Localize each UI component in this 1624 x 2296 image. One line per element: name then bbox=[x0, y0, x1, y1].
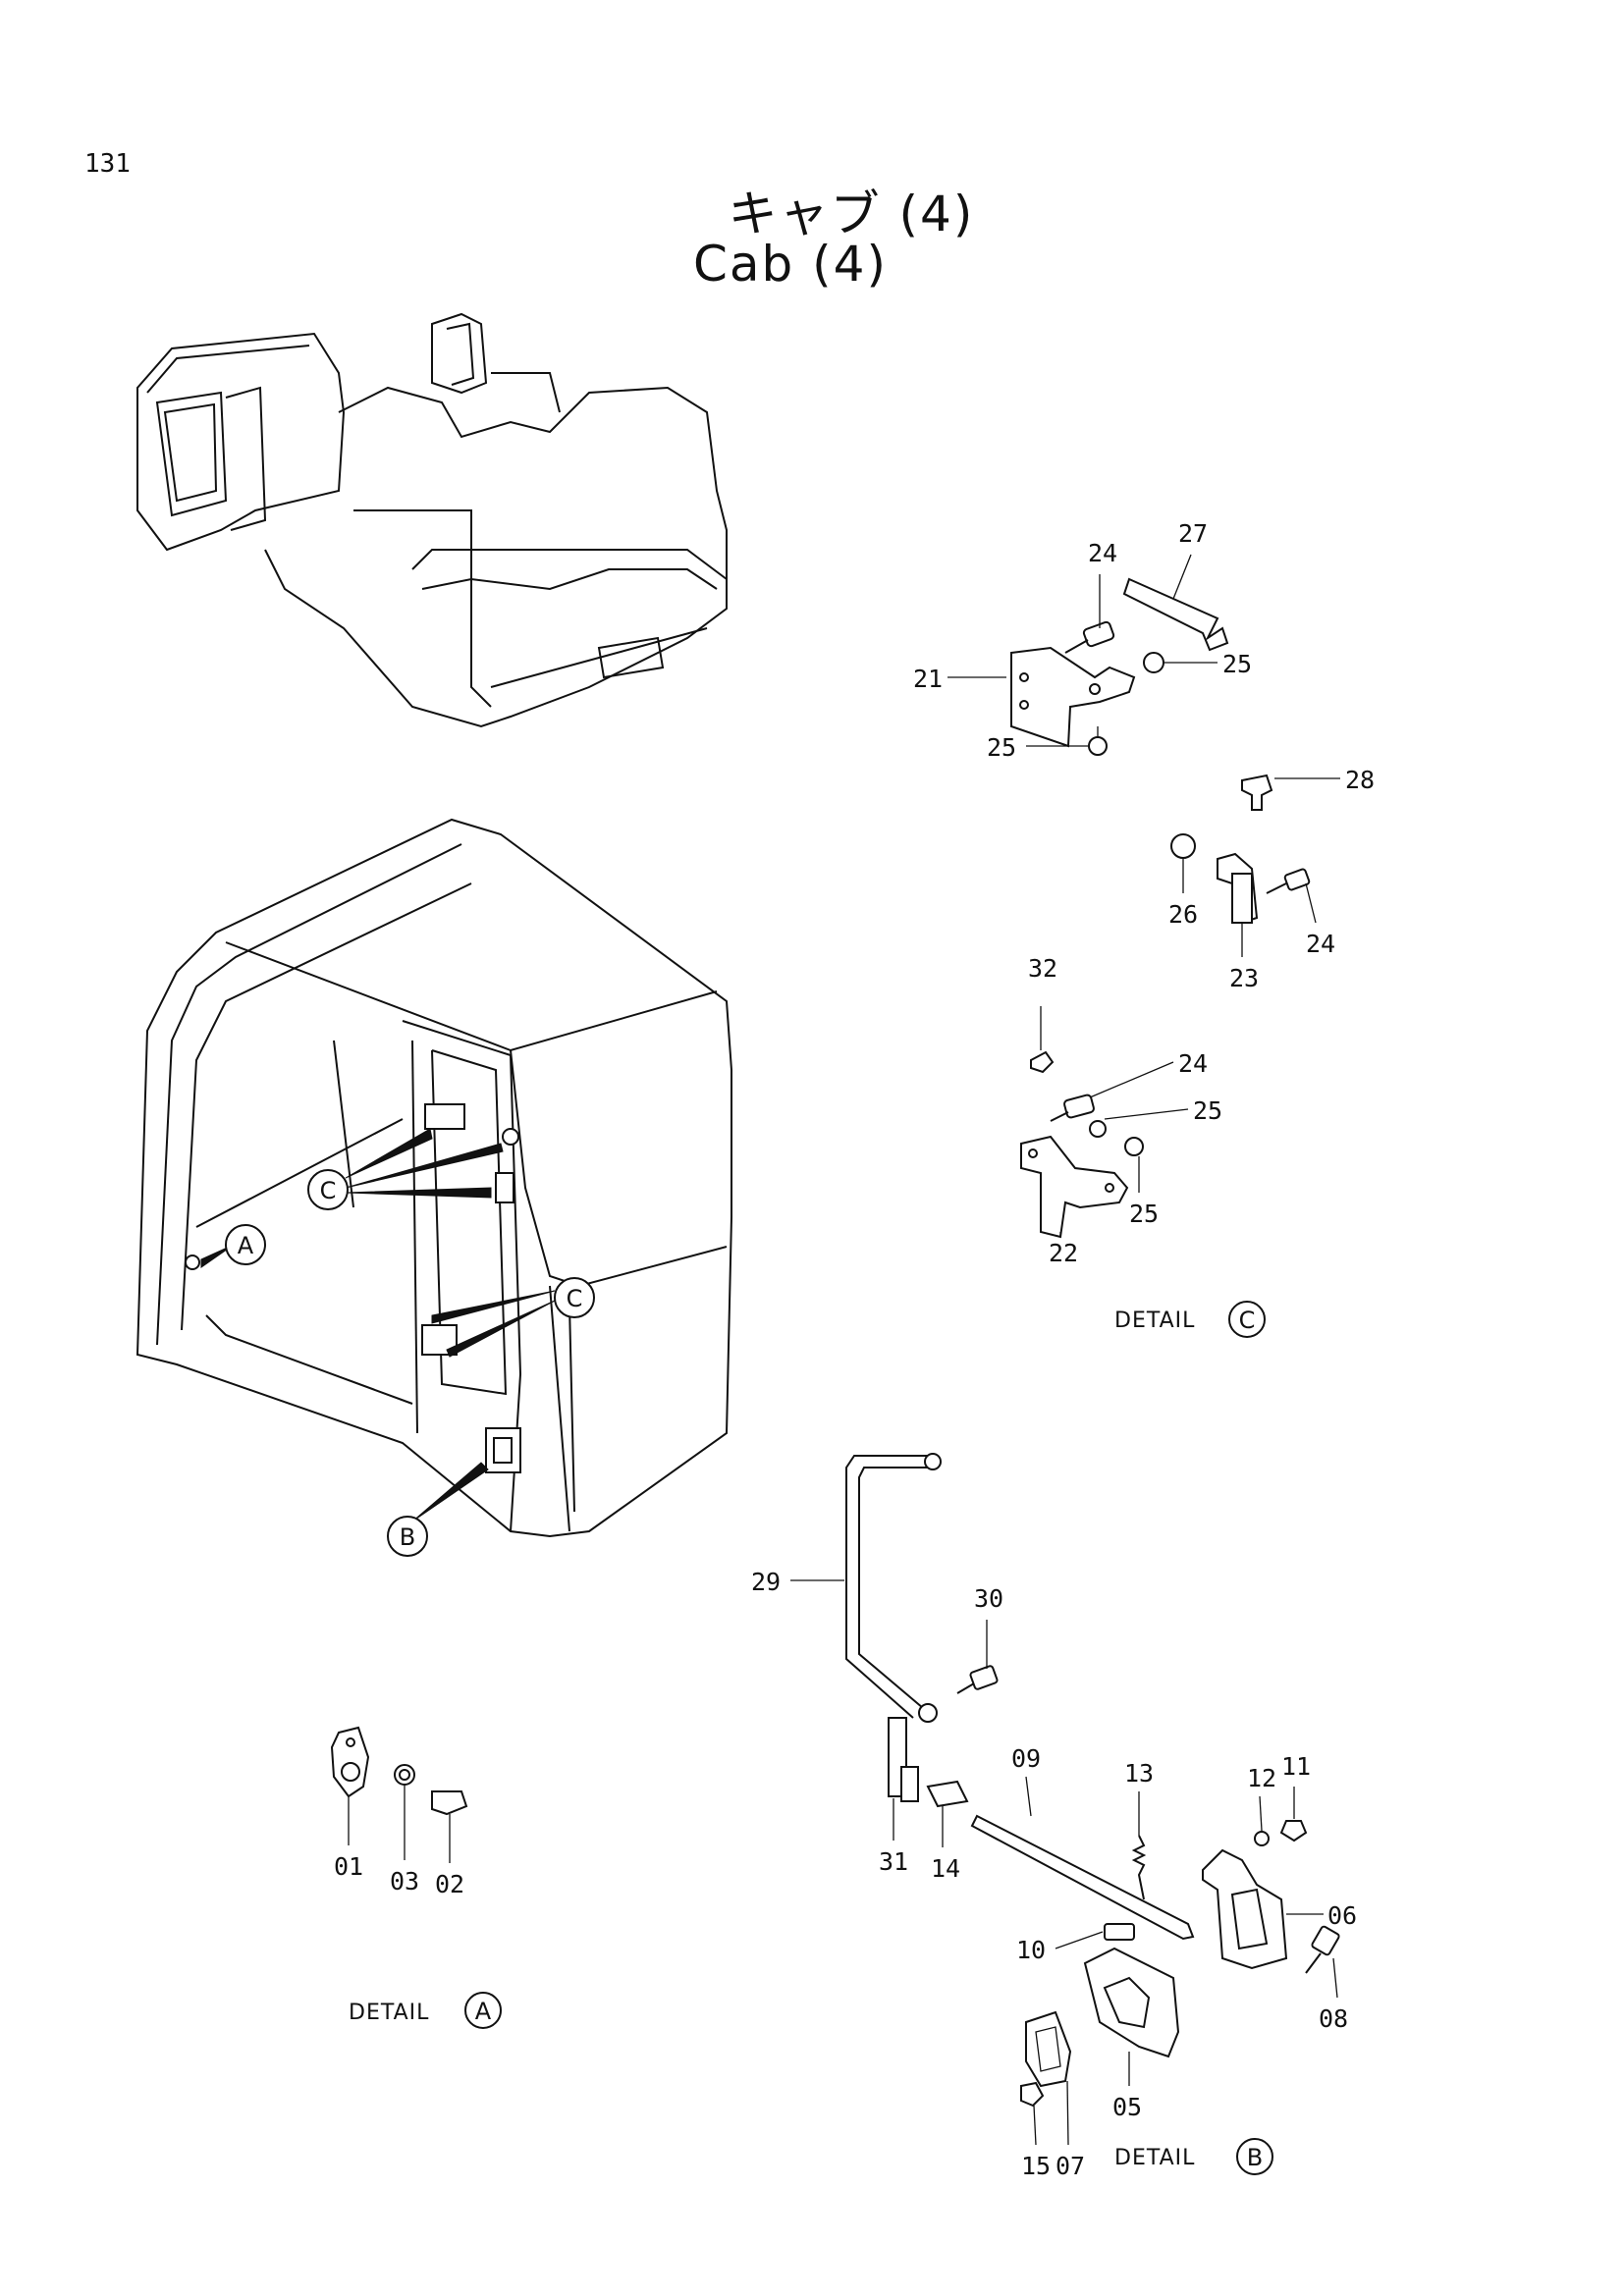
label-05: 05 bbox=[1112, 2093, 1142, 2121]
cab-main-view bbox=[135, 818, 732, 1538]
label-11: 11 bbox=[1281, 1752, 1311, 1781]
label-21: 21 bbox=[913, 665, 943, 693]
label-25: 25 bbox=[1193, 1096, 1222, 1125]
page-number: 131 bbox=[84, 149, 131, 179]
svg-text:DETAIL: DETAIL bbox=[1114, 1308, 1195, 1333]
svg-text:A: A bbox=[475, 1998, 492, 2025]
page-title-en: Cab (4) bbox=[692, 236, 888, 293]
svg-text:A: A bbox=[238, 1232, 254, 1259]
svg-text:C: C bbox=[320, 1177, 337, 1204]
label-07: 07 bbox=[1056, 2152, 1085, 2180]
callout-c-bottom: C bbox=[554, 1277, 595, 1318]
label-30: 30 bbox=[974, 1584, 1003, 1613]
label-25: 25 bbox=[987, 733, 1016, 762]
label-06: 06 bbox=[1327, 1901, 1357, 1930]
svg-text:DETAIL: DETAIL bbox=[349, 2001, 429, 2025]
svg-text:B: B bbox=[1247, 2144, 1263, 2171]
label-14: 14 bbox=[931, 1854, 960, 1883]
svg-text:C: C bbox=[1239, 1307, 1256, 1334]
svg-text:B: B bbox=[400, 1523, 415, 1551]
detail-a-caption: DETAIL A bbox=[349, 1992, 502, 2029]
label-25: 25 bbox=[1222, 650, 1252, 678]
label-27: 27 bbox=[1178, 519, 1208, 548]
label-24: 24 bbox=[1178, 1049, 1208, 1078]
detail-b-caption: DETAIL B bbox=[1114, 2138, 1273, 2175]
label-25: 25 bbox=[1129, 1200, 1159, 1228]
label-23: 23 bbox=[1229, 964, 1259, 992]
callout-c-top: C bbox=[307, 1169, 349, 1210]
excavator-overview bbox=[136, 312, 728, 728]
label-03: 03 bbox=[390, 1867, 419, 1896]
label-22: 22 bbox=[1049, 1239, 1078, 1267]
detail-c bbox=[1010, 577, 1311, 1239]
label-13: 13 bbox=[1124, 1759, 1154, 1788]
detail-b bbox=[845, 1453, 1340, 2108]
label-08: 08 bbox=[1319, 2004, 1348, 2033]
page-title-jp: キャブ (4) bbox=[728, 186, 975, 242]
detail-c-caption: DETAIL C bbox=[1114, 1301, 1266, 1338]
label-24: 24 bbox=[1306, 930, 1335, 958]
callout-a: A bbox=[225, 1224, 266, 1265]
label-09: 09 bbox=[1011, 1744, 1041, 1773]
part-labels: 21 24 27 25 25 28 26 23 24 32 24 25 25 2… bbox=[334, 519, 1375, 2180]
label-32: 32 bbox=[1028, 954, 1057, 983]
label-10: 10 bbox=[1016, 1936, 1046, 1964]
svg-text:C: C bbox=[567, 1285, 583, 1312]
label-15: 15 bbox=[1021, 2152, 1051, 2180]
label-12: 12 bbox=[1247, 1764, 1276, 1792]
label-01: 01 bbox=[334, 1852, 363, 1881]
callout-b: B bbox=[387, 1516, 428, 1557]
label-24: 24 bbox=[1088, 539, 1117, 567]
label-29: 29 bbox=[751, 1568, 781, 1596]
leader-lines bbox=[348, 554, 1340, 2146]
detail-a bbox=[330, 1726, 468, 1816]
label-31: 31 bbox=[879, 1847, 908, 1876]
label-02: 02 bbox=[435, 1870, 464, 1898]
svg-text:DETAIL: DETAIL bbox=[1114, 2146, 1195, 2170]
callout-arrows bbox=[200, 1128, 556, 1522]
label-28: 28 bbox=[1345, 766, 1375, 794]
label-26: 26 bbox=[1168, 900, 1198, 929]
